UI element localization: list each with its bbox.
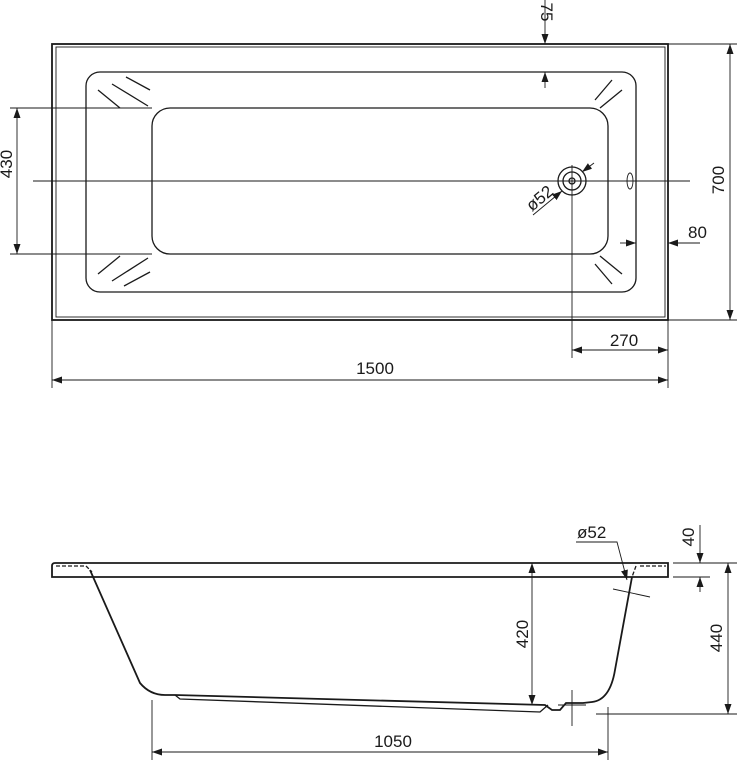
- corner-hatching: [97, 76, 623, 287]
- dim-rim-thickness: 40: [679, 528, 698, 547]
- rim-dashed-right: [631, 565, 666, 578]
- dim-rim-side: 80: [688, 223, 707, 242]
- overflow-icon: [626, 172, 634, 190]
- dim-total-height: 440: [707, 624, 726, 652]
- tub-body-profile: [89, 569, 633, 711]
- tub-feet-line: [174, 694, 549, 713]
- tub-inner-rim: [85, 71, 637, 293]
- drain-icon: [557, 165, 587, 197]
- rim-dashed-left: [56, 565, 93, 573]
- dim-length: 1500: [356, 359, 394, 378]
- dim-inner-width: 430: [0, 150, 16, 178]
- dim-inner-depth: 420: [513, 620, 532, 648]
- tub-rim-inner-edge: [55, 46, 666, 318]
- dim-overflow-diameter: ø52: [577, 523, 606, 542]
- dim-rim-top: 75: [537, 3, 556, 22]
- side-view: ø52 420 40 440 1050: [51, 523, 737, 760]
- tub-rim-profile: [51, 562, 669, 578]
- dim-width: 700: [709, 166, 728, 194]
- dim-bottom-length: 1050: [374, 732, 412, 751]
- dim-drain-offset: 270: [610, 331, 638, 350]
- dim-drain-diameter: ø52: [522, 182, 557, 215]
- top-view: 75 430 700 80 ø52 270 1500: [0, 0, 737, 388]
- tub-outer-rim: [51, 43, 669, 321]
